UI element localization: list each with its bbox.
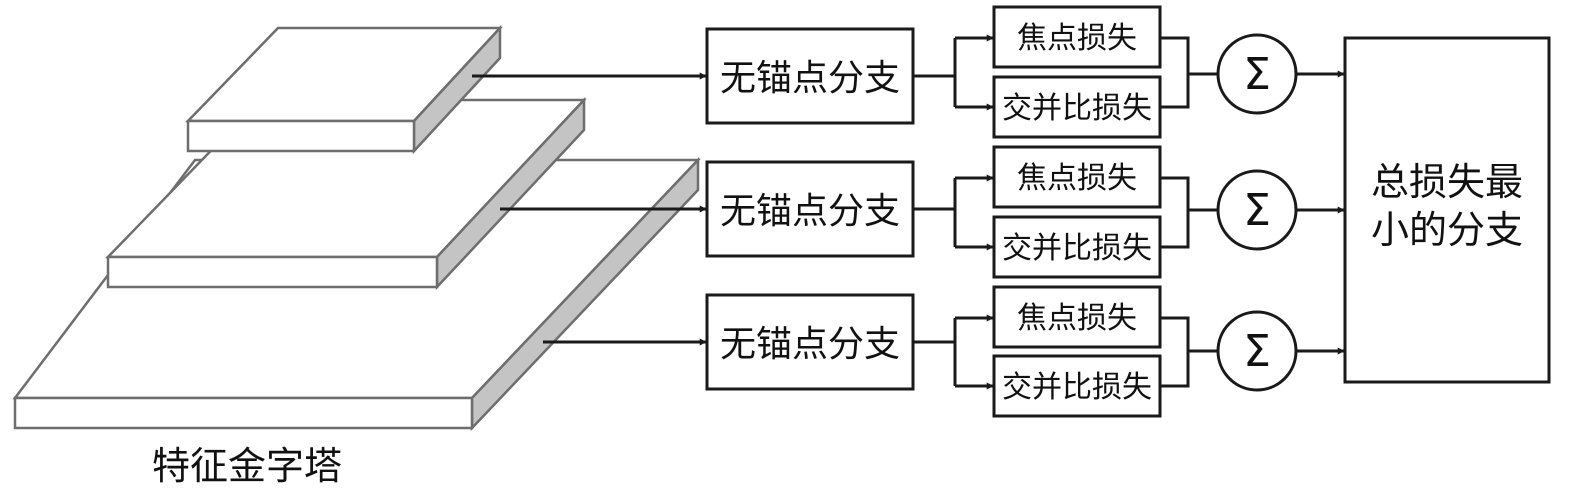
focal-loss-box (992, 285, 1162, 349)
sum-symbol: Σ (1243, 49, 1271, 100)
merge-connector (1160, 176, 1218, 249)
min-total-loss-box (1343, 36, 1551, 384)
min-total-loss-label-line1: 总损失最 (1371, 160, 1523, 204)
iou-loss-label: 交并比损失 (1002, 91, 1152, 126)
merge-connector (1160, 316, 1218, 388)
anchor-free-branch-label: 无锚点分支 (720, 324, 900, 365)
focal-loss-label: 焦点损失 (1017, 161, 1137, 196)
anchor-free-branch-box (705, 27, 915, 125)
sum-symbol: Σ (1243, 185, 1271, 236)
min-total-loss-output: 总损失最 小的分支 (1343, 36, 1551, 384)
iou-loss-label: 交并比损失 (1002, 231, 1152, 266)
min-total-loss-label-line2: 小的分支 (1371, 208, 1523, 252)
split-connector (913, 178, 957, 247)
pyramid-caption: 特征金字塔 (152, 444, 342, 488)
anchor-free-branch-label: 无锚点分支 (720, 58, 900, 99)
branch-row-1: 无锚点分支 焦点损失 交并比损失 Σ (705, 5, 1345, 139)
focal-loss-label: 焦点损失 (1017, 301, 1137, 336)
branch-row-3: 无锚点分支 焦点损失 交并比损失 Σ (705, 285, 1345, 418)
focal-loss-box (992, 145, 1162, 209)
feature-pyramid: 特征金字塔 (12, 24, 701, 488)
focal-loss-label: 焦点损失 (1017, 21, 1137, 56)
merge-connector (1160, 36, 1218, 109)
split-connector (913, 38, 957, 107)
sum-symbol: Σ (1243, 326, 1271, 377)
pyramid-level-small (185, 24, 503, 155)
branch-row-2: 无锚点分支 焦点损失 交并比损失 Σ (705, 145, 1345, 279)
anchor-free-branch-box (705, 293, 915, 391)
iou-loss-box (992, 75, 1162, 139)
split-connector (913, 318, 957, 386)
anchor-free-branch-label: 无锚点分支 (720, 191, 900, 232)
iou-loss-label: 交并比损失 (1002, 370, 1152, 405)
